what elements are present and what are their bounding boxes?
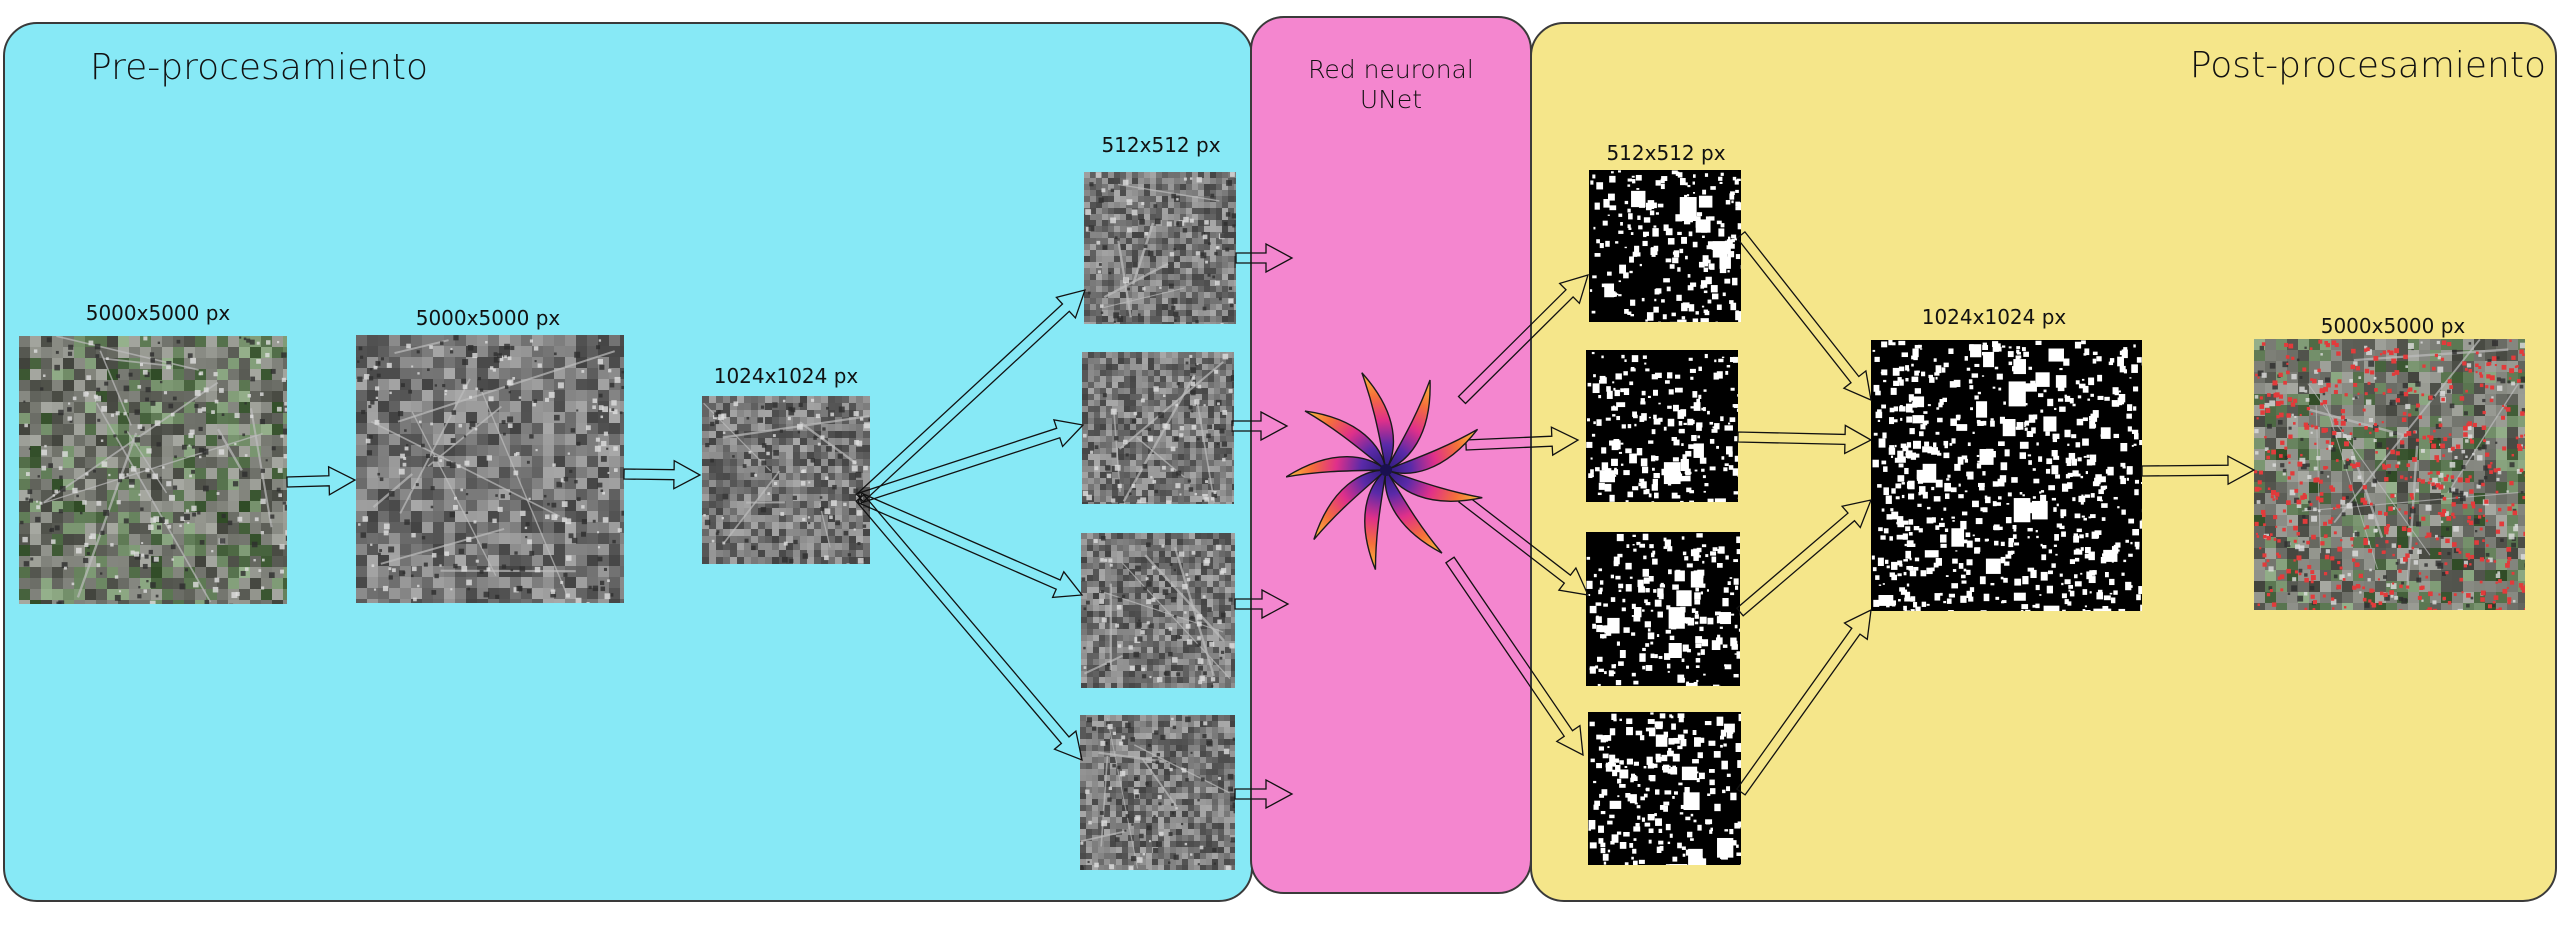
resized-satellite-image bbox=[702, 396, 870, 564]
unet-title: Red neuronal UNet bbox=[1308, 55, 1474, 115]
postprocessing-title: Post-procesamiento bbox=[2189, 45, 2546, 86]
label-mask-size: 512x512 px bbox=[1606, 141, 1726, 165]
label-final-size: 5000x5000 px bbox=[2320, 314, 2466, 338]
grayscale-satellite-image bbox=[356, 335, 624, 603]
tile-image-3 bbox=[1081, 533, 1235, 688]
tile-image-1 bbox=[1084, 172, 1236, 324]
preprocessing-title: Pre-procesamiento bbox=[90, 47, 429, 88]
label-resized-size: 1024x1024 px bbox=[713, 364, 859, 388]
mask-image-1 bbox=[1589, 170, 1741, 322]
label-merged-size: 1024x1024 px bbox=[1921, 305, 2067, 329]
tile-image-2 bbox=[1082, 352, 1234, 504]
label-grayscale-size: 5000x5000 px bbox=[415, 306, 561, 330]
mask-image-4 bbox=[1588, 712, 1741, 865]
mask-image-3 bbox=[1586, 532, 1740, 686]
mask-image-2 bbox=[1586, 350, 1738, 502]
unet-title-line2: UNet bbox=[1359, 85, 1423, 114]
final-overlay-image bbox=[2254, 339, 2525, 610]
unet-title-line1: Red neuronal bbox=[1308, 55, 1474, 84]
original-satellite-image bbox=[19, 336, 287, 604]
label-tile-size: 512x512 px bbox=[1101, 133, 1221, 157]
tile-image-4 bbox=[1080, 715, 1235, 870]
label-original-size: 5000x5000 px bbox=[85, 301, 231, 325]
merged-mask-image bbox=[1871, 340, 2142, 611]
swirl-network-icon bbox=[1286, 372, 1483, 570]
